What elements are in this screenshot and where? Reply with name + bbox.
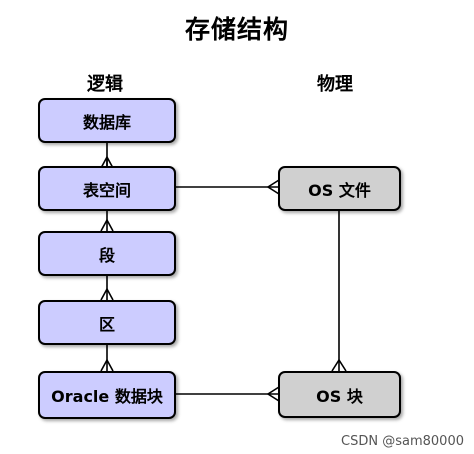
crowfoot-oracle-block (100, 358, 114, 372)
logical-column-heading: 逻辑 (87, 74, 123, 95)
physical-column-heading: 物理 (317, 74, 353, 95)
crowfoot-osblock-top (331, 358, 347, 372)
watermark: CSDN @sam80000 (341, 434, 464, 449)
box-tablespace: 表空间 (38, 166, 176, 211)
diagram-title: 存储结构 (184, 15, 289, 44)
crowfoot-osfile (266, 179, 280, 195)
box-extent: 区 (38, 300, 176, 345)
crowfoot-extent (100, 287, 114, 301)
box-database: 数据库 (38, 98, 176, 143)
box-segment: 段 (38, 231, 176, 276)
crowfoot-segment (100, 218, 114, 232)
box-oracle-block: Oracle 数据块 (38, 371, 176, 419)
crowfoot-osblock (266, 386, 280, 402)
box-os-block: OS 块 (278, 371, 401, 418)
box-os-file: OS 文件 (278, 166, 401, 211)
